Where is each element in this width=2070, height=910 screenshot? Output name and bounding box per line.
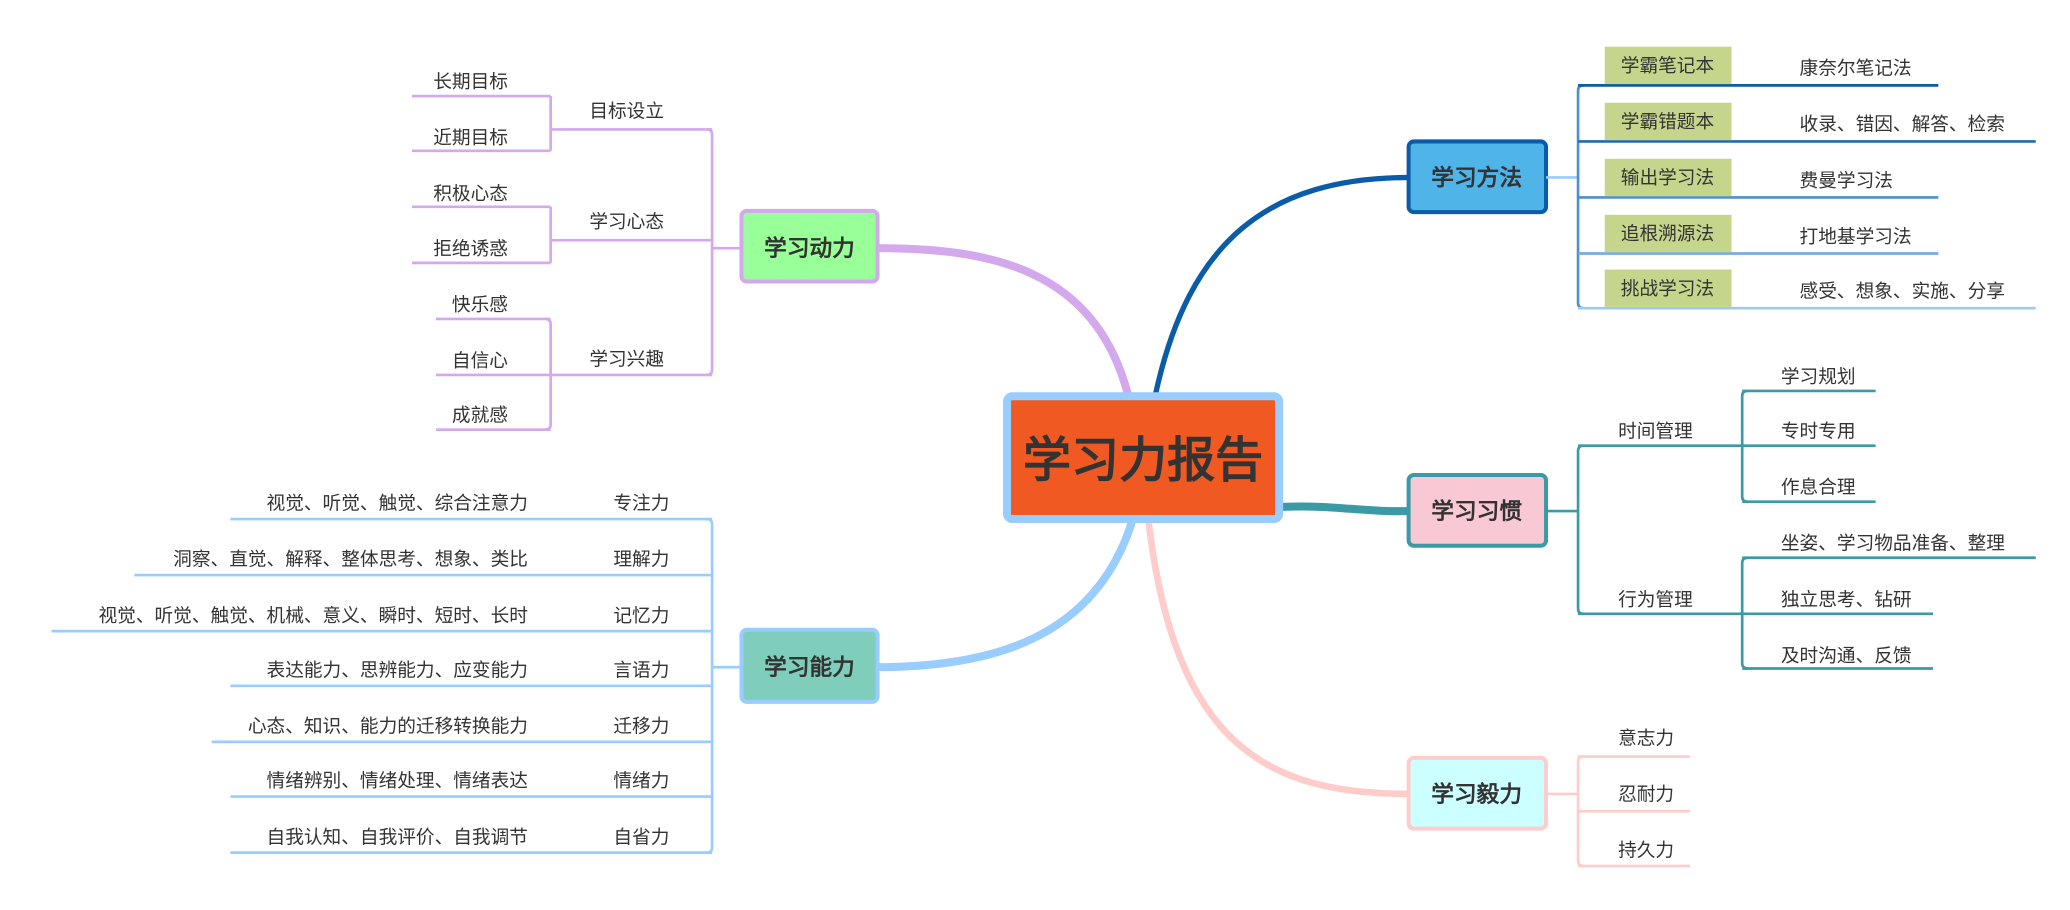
habit-item[interactable]: 独立思考、钻研 <box>1781 590 1912 611</box>
motivation-item[interactable]: 拒绝诱惑 <box>433 239 508 260</box>
motivation-group[interactable]: 学习心态 <box>589 212 664 233</box>
svg-text:专注力: 专注力 <box>613 494 669 515</box>
habit-group[interactable]: 时间管理 <box>1618 422 1693 443</box>
motivation-item[interactable]: 积极心态 <box>433 184 508 205</box>
habit-item[interactable]: 学习规划 <box>1781 367 1856 388</box>
svg-text:言语力: 言语力 <box>613 660 669 681</box>
ability-connectors <box>51 517 742 854</box>
svg-text:感受、想象、实施、分享: 感受、想象、实施、分享 <box>1800 282 2005 303</box>
topic-methods[interactable]: 学习方法 <box>1406 139 1549 215</box>
svg-text:学霸笔记本: 学霸笔记本 <box>1621 56 1715 77</box>
svg-text:康奈尔笔记法: 康奈尔笔记法 <box>1800 59 1912 80</box>
svg-text:打地基学习法: 打地基学习法 <box>1800 227 1912 248</box>
motivation-group[interactable]: 目标设立 <box>589 101 664 122</box>
motivation-item[interactable]: 长期目标 <box>433 72 508 93</box>
svg-text:学习能力: 学习能力 <box>764 654 855 681</box>
topic-motivation[interactable]: 学习动力 <box>739 208 880 284</box>
ability-item[interactable]: 自省力 自我认知、自我评价、自我调节 <box>267 827 670 848</box>
branch-methods <box>1152 174 1410 397</box>
topic-ability[interactable]: 学习能力 <box>739 627 880 704</box>
svg-text:自省力: 自省力 <box>613 827 669 848</box>
svg-text:迁移力: 迁移力 <box>613 717 669 738</box>
svg-text:情绪力: 情绪力 <box>613 771 669 792</box>
method-item[interactable]: 学霸错题本 收录、错因、解答、检索 <box>1604 102 2005 141</box>
svg-text:学习力报告: 学习力报告 <box>1023 432 1263 488</box>
perseverance-item[interactable]: 持久力 <box>1618 841 1674 862</box>
perseverance-item[interactable]: 意志力 <box>1618 729 1674 750</box>
motivation-item[interactable]: 自信心 <box>452 351 508 372</box>
perseverance-item[interactable]: 忍耐力 <box>1618 785 1674 806</box>
motivation-item[interactable]: 近期目标 <box>433 128 508 149</box>
habits-connectors <box>1546 389 2036 670</box>
svg-text:视觉、听觉、触觉、综合注意力: 视觉、听觉、触觉、综合注意力 <box>267 494 528 515</box>
branch-motivation <box>876 244 1133 398</box>
motivation-item[interactable]: 成就感 <box>452 406 508 427</box>
svg-text:心态、知识、能力的迁移转换能力: 心态、知识、能力的迁移转换能力 <box>248 717 528 738</box>
svg-text:费曼学习法: 费曼学习法 <box>1800 171 1893 192</box>
methods-connectors <box>1546 84 2036 310</box>
root-topic[interactable]: 学习力报告 <box>1002 392 1284 524</box>
branch-ability <box>876 519 1137 672</box>
ability-item[interactable]: 情绪力 情绪辨别、情绪处理、情绪表达 <box>267 771 670 792</box>
branch-perseverance <box>1145 519 1410 798</box>
motivation-connectors <box>411 94 742 431</box>
svg-text:情绪辨别、情绪处理、情绪表达: 情绪辨别、情绪处理、情绪表达 <box>267 771 528 792</box>
svg-text:学习毅力: 学习毅力 <box>1431 781 1522 808</box>
svg-text:输出学习法: 输出学习法 <box>1621 168 1714 189</box>
svg-text:学霸错题本: 学霸错题本 <box>1621 112 1715 133</box>
svg-text:表达能力、思辨能力、应变能力: 表达能力、思辨能力、应变能力 <box>267 660 528 681</box>
ability-item[interactable]: 专注力 视觉、听觉、触觉、综合注意力 <box>267 494 670 515</box>
perseverance-connectors <box>1546 755 1691 868</box>
habit-item[interactable]: 专时专用 <box>1781 422 1856 443</box>
svg-text:学习动力: 学习动力 <box>764 235 855 262</box>
habit-item[interactable]: 作息合理 <box>1781 478 1856 499</box>
method-item[interactable]: 学霸笔记本 康奈尔笔记法 <box>1604 46 1912 85</box>
habit-group[interactable]: 行为管理 <box>1618 590 1693 611</box>
motivation-item[interactable]: 快乐感 <box>452 295 508 316</box>
svg-text:洞察、直觉、解释、整体思考、想象、类比: 洞察、直觉、解释、整体思考、想象、类比 <box>173 550 528 571</box>
svg-text:追根溯源法: 追根溯源法 <box>1621 224 1714 245</box>
habit-item[interactable]: 坐姿、学习物品准备、整理 <box>1781 534 2005 555</box>
svg-text:学习方法: 学习方法 <box>1431 164 1522 191</box>
svg-text:记忆力: 记忆力 <box>613 606 669 627</box>
topic-habits[interactable]: 学习习惯 <box>1406 473 1549 548</box>
topic-perseverance[interactable]: 学习毅力 <box>1406 755 1549 831</box>
ability-item[interactable]: 言语力 表达能力、思辨能力、应变能力 <box>267 660 670 681</box>
ability-item[interactable]: 记忆力 视觉、听觉、触觉、机械、意义、瞬时、短时、长时 <box>98 606 669 627</box>
svg-text:学习习惯: 学习习惯 <box>1431 498 1522 525</box>
method-item[interactable]: 输出学习法 费曼学习法 <box>1604 158 1893 197</box>
ability-item[interactable]: 理解力 洞察、直觉、解释、整体思考、想象、类比 <box>173 550 669 571</box>
svg-text:视觉、听觉、触觉、机械、意义、瞬时、短时、长时: 视觉、听觉、触觉、机械、意义、瞬时、短时、长时 <box>98 606 527 627</box>
method-item[interactable]: 挑战学习法 感受、想象、实施、分享 <box>1604 269 2005 307</box>
branch-habits <box>1278 502 1411 516</box>
motivation-group[interactable]: 学习兴趣 <box>589 350 664 371</box>
svg-text:收录、错因、解答、检索: 收录、错因、解答、检索 <box>1800 115 2005 136</box>
habit-item[interactable]: 及时沟通、反馈 <box>1781 646 1912 667</box>
method-item[interactable]: 追根溯源法 打地基学习法 <box>1604 214 1912 253</box>
svg-text:自我认知、自我评价、自我调节: 自我认知、自我评价、自我调节 <box>267 827 528 848</box>
svg-text:挑战学习法: 挑战学习法 <box>1621 279 1714 300</box>
ability-item[interactable]: 迁移力 心态、知识、能力的迁移转换能力 <box>248 717 670 738</box>
svg-text:理解力: 理解力 <box>613 550 669 571</box>
